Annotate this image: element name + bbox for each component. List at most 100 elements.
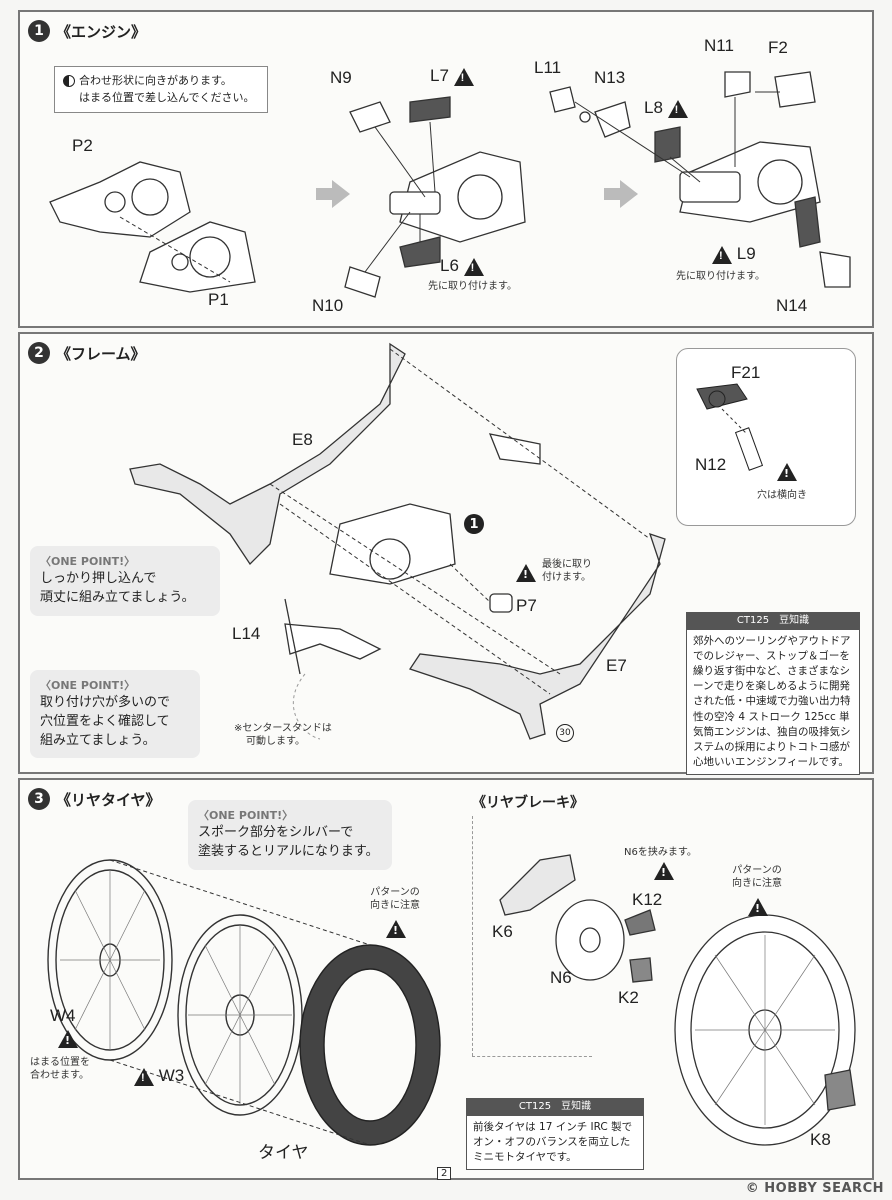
flow-arrow-1-icon [316,180,350,208]
step1-note-line1: 合わせ形状に向きがあります。 [63,73,259,90]
rear-brake-illustration [499,854,856,1146]
onepoint-box-1: 〈ONE POINT!〉 しっかり押し込んで 頑丈に組み立てましょう。 [30,546,220,616]
label-p1: P1 [208,290,229,309]
onepoint-3-head: 〈ONE POINT!〉 [198,809,294,822]
trivia-engine-body: 郊外へのツーリングやアウトドアでのレジャー、ストップ＆ゴーを繰り返す街中など、さ… [693,634,851,769]
label-n6: N6 [550,968,572,987]
label-l8-text: L8 [644,98,663,117]
label-w3: W3 [134,1066,184,1086]
label-k12: K12 [632,890,663,909]
step3-number: 3 [28,788,50,810]
label-k8: K8 [810,1130,831,1149]
onepoint-box-2: 〈ONE POINT!〉 取り付け穴が多いので 穴位置をよく確認して 組み立てま… [30,670,200,759]
label-f2: F2 [768,38,788,57]
trivia-box-tire: CT125 豆知識 前後タイヤは 17 インチ IRC 製でオン・オフのバランス… [466,1098,644,1171]
brake-divider [472,816,474,1056]
p7-note: 最後に取り付けます。 [542,558,592,584]
label-l7: L7 [430,66,474,86]
warning-icon [463,257,484,276]
engine-assembly-illustration-2 [344,96,526,298]
tire-pattern-note: パターンの向きに注意 [370,886,420,912]
label-k2: K2 [618,988,639,1007]
label-f21: F21 [731,363,761,382]
label-p7: P7 [516,596,537,615]
brake-pattern-note: パターンの向きに注意 [732,864,782,890]
step1-title: 1 《エンジン》 [28,20,146,42]
label-w4: W4 [50,1006,76,1025]
step1-note-line2: はまる位置で差し込んでください。 [79,90,255,104]
step1-note: 合わせ形状に向きがあります。 はまる位置で差し込んでください。 [54,66,268,113]
n6-note: N6を挟みます。 [624,847,697,858]
flow-arrow-2-icon [604,180,638,208]
trivia-tire-head: CT125 豆知識 [467,1099,643,1116]
p7-note-line2: 付けます。 [542,572,591,583]
step3-panel: 3 《リヤタイヤ》 〈ONE POINT!〉 スポーク部分をシルバーで 塗装する… [18,778,874,1180]
w4-note-line2: 合わせます。 [30,1070,89,1081]
step-reference-1: 1 [464,514,484,534]
step1-title-text: 《エンジン》 [56,22,147,41]
trivia-box-engine: CT125 豆知識 郊外へのツーリングやアウトドアでのレジャー、ストップ＆ゴーを… [686,612,860,776]
engine-assembly-illustration-3 [549,71,851,288]
brake-pattern-warning [748,896,768,916]
brake-divider-bottom [472,1056,592,1058]
w4-warning [58,1028,78,1048]
p7-warning [516,562,536,582]
warning-icon [712,245,732,264]
label-l6: L6 [440,256,484,276]
step3-title-text: 《リヤタイヤ》 [56,790,161,809]
label-l11: L11 [534,58,562,77]
brake-pattern-note-line2: 向きに注意 [732,878,782,889]
label-n12: N12 [695,455,727,474]
label-e8: E8 [292,430,313,449]
stand-note-line2: 可動します。 [246,736,305,747]
warning-icon [516,563,536,582]
warning-icon [134,1067,154,1086]
warning-icon [748,897,768,916]
step3-title: 3 《リヤタイヤ》 [28,788,161,810]
tire-pattern-warning [386,918,406,938]
k12-warning [654,860,674,880]
step2-number: 2 [28,342,50,364]
onepoint-2-line1: 取り付け穴が多いので [40,694,171,710]
half-circle-icon [63,75,75,87]
f21-n12-illustration [696,383,764,471]
label-e7: E7 [606,656,627,675]
onepoint-2-line3: 組み立てましょう。 [40,732,156,748]
w4-note: はまる位置を合わせます。 [30,1056,90,1082]
step1-number: 1 [28,20,50,42]
warning-icon [386,919,406,938]
trivia-tire-body: 前後タイヤは 17 インチ IRC 製でオン・オフのバランスを両立したミニモトタ… [473,1120,633,1163]
trivia-engine-head: CT125 豆知識 [687,613,859,630]
warning-icon [453,67,474,86]
step2-title: 2 《フレーム》 [28,342,146,364]
step1-note-text1: 合わせ形状に向きがあります。 [79,74,232,87]
label-l9-text: L9 [736,244,756,263]
onepoint-1-head: 〈ONE POINT!〉 [40,555,136,568]
w4-note-line1: はまる位置を [30,1057,90,1068]
tire-pattern-note-line2: 向きに注意 [370,900,420,911]
l6-note: 先に取り付けます。 [428,281,517,292]
brake-pattern-note-line1: パターンの [732,865,782,876]
frame-illustration [129,342,666,740]
engine-halves-illustration [49,161,256,293]
label-n13: N13 [594,68,626,87]
n12-warning [777,461,797,481]
onepoint-3-line2: 塗装するとリアルになります。 [198,843,379,859]
onepoint-box-3: 〈ONE POINT!〉 スポーク部分をシルバーで 塗装するとリアルになります。 [188,800,392,870]
stand-note: ※センタースタンドは可動します。 [234,722,332,748]
label-w3-text: W3 [158,1066,185,1085]
label-l6-text: L6 [440,256,459,275]
warning-icon [667,99,688,118]
label-n14: N14 [776,296,808,315]
label-p2: P2 [72,136,93,155]
label-n11: N11 [704,36,734,55]
detail-inset: F21 N12 穴は横向き [676,348,856,526]
step2-title-text: 《フレーム》 [56,344,146,363]
warning-icon [777,462,797,481]
warning-icon [58,1029,78,1048]
label-l14: L14 [232,624,261,643]
tire-pattern-note-line1: パターンの [370,887,420,898]
label-l9: L9 [712,244,756,264]
page-number: 2 [437,1167,452,1180]
